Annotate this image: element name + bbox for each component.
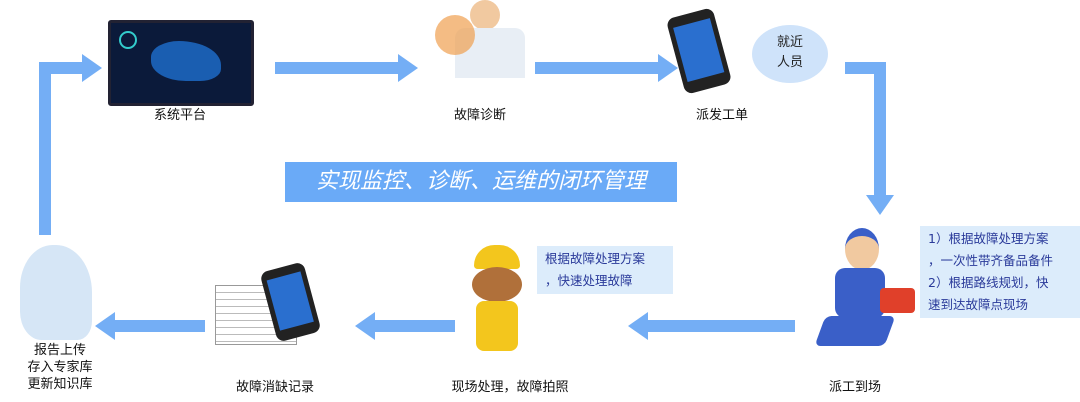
banner-text: 实现监控、诊断、运维的闭环管理: [315, 169, 646, 194]
worker-image: [805, 228, 920, 353]
bubble-text: 就近人员: [776, 35, 803, 70]
system-platform-image: [108, 20, 254, 106]
arrow-dispatch-to-arrival: [845, 62, 894, 215]
step-label-platform: 系统平台: [153, 108, 207, 123]
label-line: 存入专家库: [27, 360, 93, 375]
arrow-report-to-platform: [39, 54, 102, 235]
label-line: 更新知识库: [27, 377, 93, 392]
step-label-dispatch: 派发工单: [695, 108, 749, 123]
step-label-record: 故障消缺记录: [235, 380, 315, 395]
gauge-icon: [119, 31, 137, 49]
step-label-report: 报告上传 存入专家库 更新知识库: [27, 342, 92, 393]
arrow-onsite-to-record: [355, 312, 455, 340]
banner: 实现监控、诊断、运维的闭环管理: [285, 162, 677, 202]
arrow-record-to-report: [95, 312, 205, 340]
bubble-line: 根据故障处理方案: [545, 251, 646, 266]
knowledge-head-image: [20, 245, 92, 340]
map-shape: [151, 41, 221, 81]
arrow-diagnosis-to-dispatch: [535, 54, 678, 82]
step-label-arrival: 派工到场: [828, 380, 882, 395]
bubble-line: 1）根据故障处理方案: [928, 231, 1049, 246]
bubble-onsite: 根据故障处理方案 ，快速处理故障: [537, 246, 673, 294]
step-label-onsite: 现场处理，故障拍照: [451, 380, 569, 395]
bubble-line: ，快速处理故障: [545, 273, 633, 288]
bubble-line: 速到达故障点现场: [928, 297, 1029, 312]
arrow-arrival-to-onsite: [628, 312, 795, 340]
doctor-image: [430, 0, 530, 88]
label-line: 报告上传: [33, 343, 87, 358]
step-label-diagnosis: 故障诊断: [453, 108, 507, 123]
arrow-platform-to-diagnosis: [275, 54, 418, 82]
bubble-line: 2）根据路线规划，快: [928, 275, 1049, 290]
bubble-arrival: 1）根据故障处理方案 ，一次性带齐备品备件 2）根据路线规划，快 速到达故障点现…: [920, 226, 1080, 318]
stethoscope-icon: [435, 15, 475, 55]
bubble-line: ，一次性带齐备品备件: [928, 253, 1054, 268]
bubble-nearby-staff: 就近人员: [752, 25, 828, 83]
onsite-worker-image: [462, 245, 532, 355]
